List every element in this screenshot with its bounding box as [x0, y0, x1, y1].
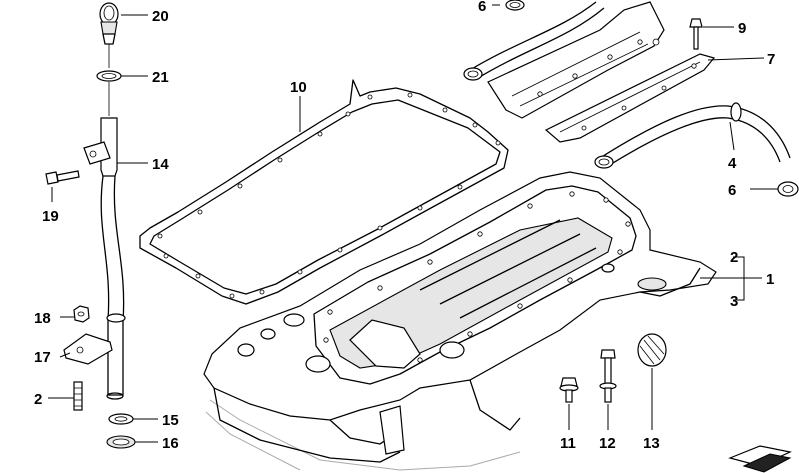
callout-12: 12 — [599, 435, 616, 452]
callout-13: 13 — [643, 435, 660, 452]
callout-6-right: 6 — [728, 182, 736, 199]
bolt-19-icon — [45, 170, 80, 185]
callout-2-stud: 2 — [34, 391, 42, 408]
callout-labels: 20 21 14 19 18 17 2 15 16 10 6 9 7 4 6 2… — [34, 0, 775, 452]
callout-9: 9 — [738, 20, 746, 37]
callout-4: 4 — [728, 155, 737, 172]
dipstick-o-ring — [96, 70, 122, 82]
baffle-plate-lower — [544, 53, 716, 143]
bolt-9-icon — [689, 18, 703, 50]
lower-hose — [594, 102, 791, 169]
seal-ring-16-icon — [106, 435, 136, 449]
callout-21: 21 — [152, 69, 169, 86]
callout-6-top: 6 — [478, 0, 486, 15]
callout-15: 15 — [162, 412, 179, 429]
callout-16: 16 — [162, 435, 179, 452]
callout-18: 18 — [34, 310, 51, 327]
dipstick-handle — [99, 2, 119, 45]
orientation-arrow-icon — [728, 445, 792, 473]
dipstick-guide-tube — [83, 117, 126, 400]
callout-2-right: 2 — [730, 249, 738, 266]
gasket-bolt-holes — [157, 92, 501, 299]
nut-18-icon — [73, 305, 90, 323]
callout-14: 14 — [152, 156, 169, 173]
callout-1: 1 — [766, 271, 774, 288]
bracket-17-icon — [63, 333, 113, 365]
callout-17: 17 — [34, 349, 51, 366]
upper-hose — [463, 1, 605, 81]
baffle-plate-upper — [487, 1, 665, 119]
plug-13-icon — [637, 333, 667, 367]
washer-6-top-icon — [505, 0, 525, 11]
callout-3: 3 — [730, 293, 738, 310]
callout-19: 19 — [42, 208, 59, 225]
leader-lines — [48, 4, 778, 443]
callout-7: 7 — [767, 51, 775, 68]
callout-10: 10 — [290, 79, 307, 96]
washer-6-right-icon — [777, 181, 799, 197]
oil-pan-housing — [203, 171, 717, 471]
callout-11: 11 — [560, 435, 576, 452]
seal-ring-15-icon — [108, 413, 134, 425]
callout-20: 20 — [152, 8, 169, 25]
oil-pan-gasket — [139, 79, 509, 305]
bolt-11-icon — [559, 377, 579, 403]
bolt-12-icon — [599, 349, 617, 403]
stud-2-icon — [73, 381, 83, 411]
